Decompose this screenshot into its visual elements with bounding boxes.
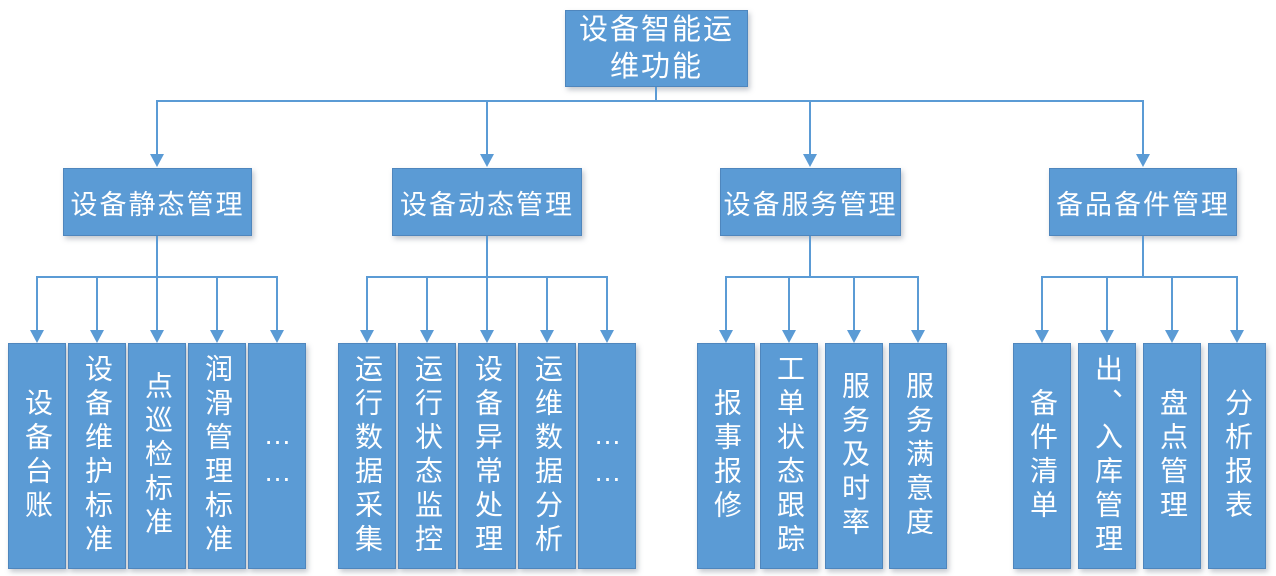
leaf-label: 设备台账 xyxy=(22,388,53,524)
connector-drop-leaf-4-1 xyxy=(1041,276,1043,330)
node-leaf-spareparts-list: 备件清单 xyxy=(1013,343,1071,569)
connector-drop-leaf-2-3 xyxy=(486,276,488,330)
leaf-label: 运行状态监控 xyxy=(412,354,443,558)
connector-drop-leaf-2-1 xyxy=(366,276,368,330)
node-leaf-static-more: …… xyxy=(248,343,306,569)
leaf-label: 出、入库管理 xyxy=(1092,354,1123,558)
leaf-label: 运维数据分析 xyxy=(532,354,563,558)
arrowhead-leaf-4-2 xyxy=(1100,330,1114,343)
arrowhead-group-1 xyxy=(150,154,164,167)
node-group-dynamic-label: 设备动态管理 xyxy=(400,189,574,220)
arrowhead-leaf-1-1 xyxy=(30,330,44,343)
node-leaf-equipment-ledger: 设备台账 xyxy=(8,343,66,569)
node-leaf-analysis-report: 分析报表 xyxy=(1208,343,1266,569)
node-group-static: 设备静态管理 xyxy=(63,168,252,236)
arrowhead-leaf-3-1 xyxy=(719,330,733,343)
arrowhead-group-2 xyxy=(480,154,494,167)
arrowhead-leaf-1-5 xyxy=(270,330,284,343)
node-leaf-maintenance-standard: 设备维护标准 xyxy=(68,343,126,569)
arrowhead-leaf-2-3 xyxy=(480,330,494,343)
leaf-label: 工单状态跟踪 xyxy=(774,354,805,558)
arrowhead-leaf-2-4 xyxy=(540,330,554,343)
leaf-label: 备件清单 xyxy=(1027,388,1058,524)
arrowhead-leaf-1-3 xyxy=(150,330,164,343)
leaf-label: …… xyxy=(262,419,293,493)
connector-drop-leaf-1-5 xyxy=(276,276,278,330)
connector-group-2-stub xyxy=(486,236,488,277)
node-leaf-service-satisfaction: 服务满意度 xyxy=(889,343,947,569)
node-leaf-inout-warehouse: 出、入库管理 xyxy=(1078,343,1136,569)
arrowhead-leaf-3-2 xyxy=(782,330,796,343)
arrowhead-leaf-4-1 xyxy=(1035,330,1049,343)
connector-drop-leaf-2-5 xyxy=(606,276,608,330)
node-leaf-status-monitoring: 运行状态监控 xyxy=(398,343,456,569)
connector-drop-leaf-3-3 xyxy=(853,276,855,330)
node-leaf-om-data-analysis: 运维数据分析 xyxy=(518,343,576,569)
node-group-static-label: 设备静态管理 xyxy=(70,189,245,220)
connector-top-rail xyxy=(156,100,1144,102)
connector-drop-leaf-2-4 xyxy=(546,276,548,330)
node-root: 设备智能运维功能 xyxy=(565,10,748,87)
connector-group-4-rail xyxy=(1041,276,1238,278)
connector-drop-leaf-4-2 xyxy=(1106,276,1108,330)
leaf-label: 设备维护标准 xyxy=(82,354,113,558)
arrowhead-leaf-3-3 xyxy=(847,330,861,343)
node-leaf-data-collection: 运行数据采集 xyxy=(338,343,396,569)
leaf-label: 报事报修 xyxy=(711,388,742,524)
leaf-label: 运行数据采集 xyxy=(352,354,383,558)
connector-group-4-stub xyxy=(1142,236,1144,277)
node-leaf-service-timeliness: 服务及时率 xyxy=(825,343,883,569)
arrowhead-leaf-2-1 xyxy=(360,330,374,343)
node-group-dynamic: 设备动态管理 xyxy=(392,168,582,236)
connector-drop-group-2 xyxy=(486,100,488,154)
node-leaf-workorder-tracking: 工单状态跟踪 xyxy=(760,343,818,569)
arrowhead-leaf-3-4 xyxy=(911,330,925,343)
node-leaf-anomaly-handling: 设备异常处理 xyxy=(458,343,516,569)
node-group-service: 设备服务管理 xyxy=(720,168,901,236)
node-leaf-inspection-standard: 点巡检标准 xyxy=(128,343,186,569)
connector-drop-leaf-4-3 xyxy=(1171,276,1173,330)
node-root-label: 设备智能运维功能 xyxy=(578,14,734,83)
arrowhead-leaf-4-4 xyxy=(1230,330,1244,343)
connector-drop-leaf-4-4 xyxy=(1236,276,1238,330)
connector-group-1-stub xyxy=(156,236,158,277)
arrowhead-group-3 xyxy=(803,154,817,167)
connector-drop-leaf-1-2 xyxy=(96,276,98,330)
connector-drop-leaf-1-4 xyxy=(216,276,218,330)
arrowhead-group-4 xyxy=(1136,154,1150,167)
connector-drop-group-4 xyxy=(1142,100,1144,154)
leaf-label: 设备异常处理 xyxy=(472,354,503,558)
node-group-spareparts: 备品备件管理 xyxy=(1049,168,1237,236)
connector-drop-leaf-1-3 xyxy=(156,276,158,330)
leaf-label: 盘点管理 xyxy=(1157,388,1188,524)
connector-group-3-rail xyxy=(725,276,919,278)
node-group-service-label: 设备服务管理 xyxy=(723,189,898,220)
connector-drop-leaf-2-2 xyxy=(426,276,428,330)
leaf-label: 点巡检标准 xyxy=(142,371,173,541)
connector-drop-leaf-3-2 xyxy=(788,276,790,330)
leaf-label: …… xyxy=(592,419,623,493)
connector-drop-group-3 xyxy=(809,100,811,154)
node-leaf-lubrication-standard: 润滑管理标准 xyxy=(188,343,246,569)
connector-drop-group-1 xyxy=(156,100,158,154)
arrowhead-leaf-1-4 xyxy=(210,330,224,343)
leaf-label: 服务满意度 xyxy=(903,371,934,541)
connector-drop-leaf-3-1 xyxy=(725,276,727,330)
connector-group-3-stub xyxy=(809,236,811,277)
leaf-label: 润滑管理标准 xyxy=(202,354,233,558)
connector-drop-leaf-1-1 xyxy=(36,276,38,330)
connector-drop-leaf-3-4 xyxy=(917,276,919,330)
node-leaf-repair-report: 报事报修 xyxy=(697,343,755,569)
arrowhead-leaf-4-3 xyxy=(1165,330,1179,343)
node-leaf-dynamic-more: …… xyxy=(578,343,636,569)
arrowhead-leaf-2-2 xyxy=(420,330,434,343)
node-leaf-stocktaking: 盘点管理 xyxy=(1143,343,1201,569)
leaf-label: 服务及时率 xyxy=(839,371,870,541)
arrowhead-leaf-2-5 xyxy=(600,330,614,343)
node-group-spareparts-label: 备品备件管理 xyxy=(1056,189,1230,220)
arrowhead-leaf-1-2 xyxy=(90,330,104,343)
leaf-label: 分析报表 xyxy=(1222,388,1253,524)
connector-root-stub xyxy=(655,87,657,101)
